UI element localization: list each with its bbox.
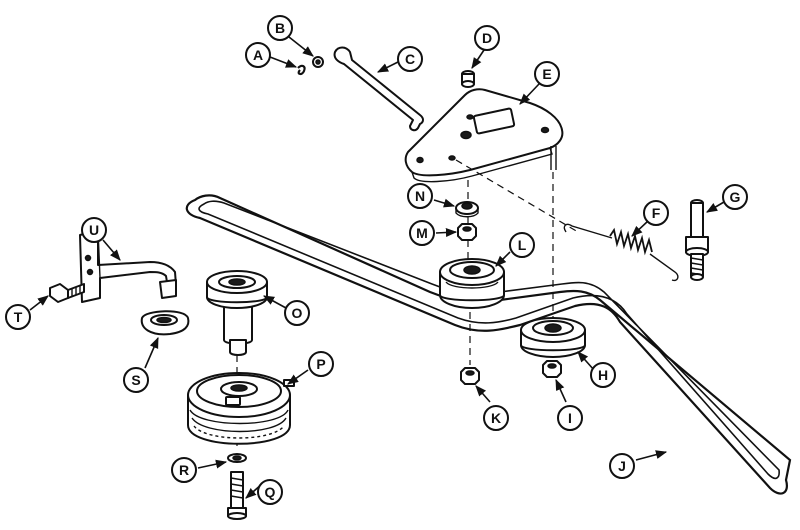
callout-u: U bbox=[81, 217, 107, 243]
clutch-cap-screw bbox=[227, 471, 247, 520]
anti-rotation-bracket bbox=[79, 229, 177, 303]
callout-j: J bbox=[609, 453, 635, 479]
engine-drive-pulley bbox=[206, 270, 268, 356]
callout-label: F bbox=[652, 205, 661, 221]
callout-d: D bbox=[474, 25, 500, 51]
washer-b-hole bbox=[315, 59, 321, 65]
v-idler-pulley bbox=[520, 317, 586, 358]
callout-h: H bbox=[590, 362, 616, 388]
callout-label: L bbox=[518, 237, 527, 253]
washer-r bbox=[227, 453, 247, 463]
callout-l: L bbox=[509, 232, 535, 258]
callout-label: M bbox=[416, 225, 428, 241]
drive-belt bbox=[185, 194, 792, 495]
callout-c: C bbox=[397, 46, 423, 72]
stud-bolt bbox=[685, 199, 709, 281]
bracket-grommet bbox=[140, 310, 190, 336]
callout-p: P bbox=[308, 351, 334, 377]
callout-label: K bbox=[491, 410, 501, 426]
clip-a bbox=[297, 64, 306, 76]
callout-label: R bbox=[179, 462, 189, 478]
callout-label: U bbox=[89, 222, 99, 238]
callout-b: B bbox=[267, 15, 293, 41]
electric-pto-clutch bbox=[187, 372, 295, 445]
callout-label: N bbox=[415, 188, 425, 204]
callout-label: Q bbox=[265, 484, 276, 500]
callout-s: S bbox=[123, 367, 149, 393]
shoulder-bolt bbox=[461, 70, 475, 88]
callout-label: D bbox=[482, 30, 492, 46]
idler-spring bbox=[563, 223, 679, 282]
lock-nut-i bbox=[542, 360, 562, 378]
lock-nut-m bbox=[457, 223, 477, 241]
flat-idler-pulley bbox=[439, 258, 505, 309]
callout-label: G bbox=[730, 189, 741, 205]
callout-a: A bbox=[245, 42, 271, 68]
callout-label: O bbox=[292, 305, 303, 321]
callout-label: B bbox=[275, 20, 285, 36]
callout-f: F bbox=[643, 200, 669, 226]
callout-label: S bbox=[131, 372, 140, 388]
bracket-bolt bbox=[49, 283, 85, 303]
callout-i: I bbox=[557, 405, 583, 431]
alignment-line-f bbox=[455, 159, 579, 233]
callout-t: T bbox=[5, 304, 31, 330]
callout-label: H bbox=[598, 367, 608, 383]
callout-label: I bbox=[568, 410, 572, 426]
callout-n: N bbox=[407, 183, 433, 209]
callout-r: R bbox=[171, 457, 197, 483]
idler-arm-bracket bbox=[404, 88, 564, 183]
callout-o: O bbox=[284, 300, 310, 326]
bearing-spacer bbox=[455, 201, 479, 218]
callout-g: G bbox=[722, 184, 748, 210]
callout-k: K bbox=[483, 405, 509, 431]
callout-e: E bbox=[534, 61, 560, 87]
control-rod bbox=[333, 46, 424, 132]
lock-nut-k bbox=[460, 367, 480, 385]
callout-label: P bbox=[316, 356, 325, 372]
callout-label: C bbox=[405, 51, 415, 67]
callout-m: M bbox=[409, 220, 435, 246]
callout-label: E bbox=[542, 66, 551, 82]
callout-label: J bbox=[618, 458, 626, 474]
callout-label: A bbox=[253, 47, 263, 63]
callout-leaders bbox=[29, 36, 725, 499]
callout-label: T bbox=[14, 309, 23, 325]
callout-q: Q bbox=[257, 479, 283, 505]
